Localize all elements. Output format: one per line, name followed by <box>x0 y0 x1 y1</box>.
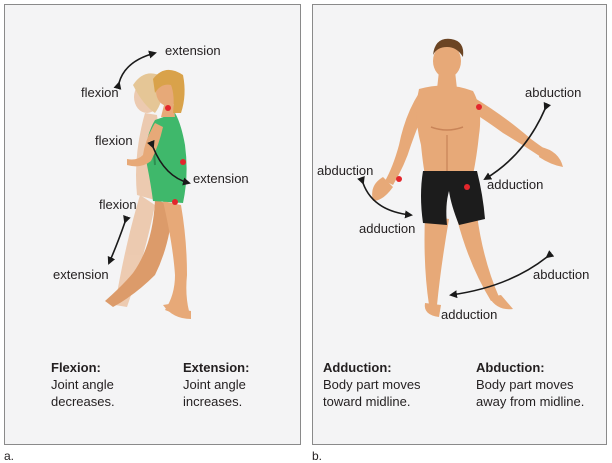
label-adduction-leg: adduction <box>441 307 498 322</box>
label-flexion-top: flexion <box>81 85 119 100</box>
label-extension-mid: extension <box>193 171 249 186</box>
label-extension-low: extension <box>53 267 109 282</box>
arrow-knee-flexion-extension <box>107 215 131 265</box>
label-adduction-arm-left: adduction <box>359 221 416 236</box>
caption-flexion-heading: Flexion: <box>51 360 101 375</box>
caption-extension-heading: Extension: <box>183 360 250 375</box>
woman-illustration <box>105 50 191 319</box>
arrow-hip-flexion-extension <box>147 139 191 186</box>
label-flexion-low: flexion <box>99 197 137 212</box>
caption-adduction: Adduction: Body part moves toward midlin… <box>323 359 421 410</box>
panel-letter-a: a. <box>4 449 15 463</box>
caption-flexion-text: Joint angle decreases. <box>51 377 115 409</box>
joint-marker-neck <box>165 105 171 111</box>
label-flexion-mid: flexion <box>95 133 133 148</box>
panel-letter-b: b. <box>312 449 323 463</box>
caption-abduction: Abduction: Body part moves away from mid… <box>476 359 584 410</box>
caption-abduction-heading: Abduction: <box>476 360 545 375</box>
arrow-head-flexion-extension <box>113 50 157 90</box>
caption-extension-text: Joint angle increases. <box>183 377 246 409</box>
panel-flexion-extension: extension flexion flexion extension flex… <box>4 4 301 445</box>
man-illustration <box>357 38 563 317</box>
arrow-right-arm <box>483 101 552 181</box>
label-abduction-arm-right: abduction <box>525 85 582 100</box>
joint-marker-wrist <box>396 176 402 182</box>
label-adduction-arm-right: adduction <box>487 177 544 192</box>
caption-adduction-heading: Adduction: <box>323 360 392 375</box>
arrow-leg <box>449 250 555 299</box>
caption-adduction-text: Body part moves toward midline. <box>323 377 421 409</box>
arrow-left-arm <box>357 176 413 219</box>
label-abduction-leg: abduction <box>533 267 590 282</box>
label-extension-top: extension <box>165 43 221 58</box>
caption-abduction-text: Body part moves away from midline. <box>476 377 585 409</box>
joint-marker-hip <box>180 159 186 165</box>
joint-marker-knee <box>172 199 178 205</box>
label-abduction-arm-left: abduction <box>317 163 374 178</box>
joint-marker-shoulder <box>476 104 482 110</box>
joint-marker-hip <box>464 184 470 190</box>
panel-abduction-adduction: abduction adduction abduction adduction … <box>312 4 607 445</box>
caption-extension: Extension: Joint angle increases. <box>183 359 249 410</box>
caption-flexion: Flexion: Joint angle decreases. <box>51 359 115 410</box>
